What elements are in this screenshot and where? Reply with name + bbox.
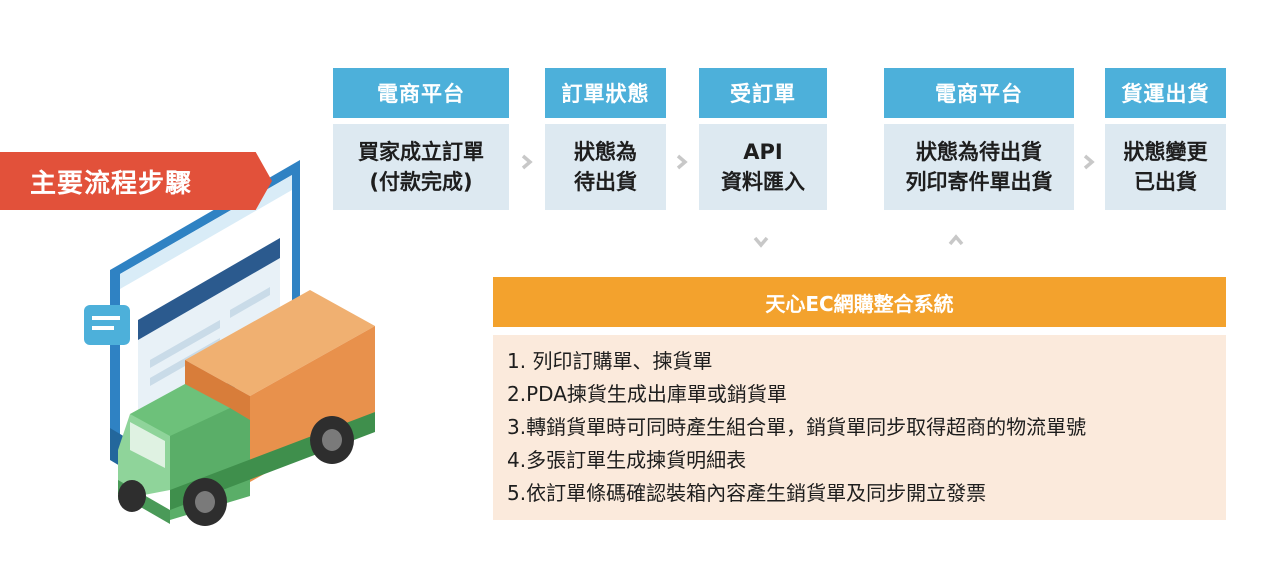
step-2-line-1: 狀態為 [574,140,637,164]
step-4-line-1: 狀態為待出貨 [916,140,1042,164]
list-item: 4.多張訂單生成揀貨明細表 [507,448,747,472]
system-feature-list: 1. 列印訂購單、揀貨單 2.PDA揀貨生成出庫單或銷貨單 3.轉銷貨單時可同時… [507,345,1086,510]
step-4-body: 狀態為待出貨 列印寄件單出貨 [884,124,1074,210]
step-5-header: 貨運出貨 [1105,68,1226,118]
step-1-line-1: 買家成立訂單 [358,140,484,164]
chevron-down-icon [753,236,769,248]
step-3-line-1: API [743,140,783,164]
step-3-header: 受訂單 [699,68,827,118]
chevron-right-icon [676,154,688,170]
step-1-header: 電商平台 [333,68,509,118]
chevron-right-icon [521,154,533,170]
step-1-body: 買家成立訂單 (付款完成) [333,124,509,210]
list-item: 3.轉銷貨單時可同時產生組合單，銷貨單同步取得超商的物流單號 [507,415,1087,439]
step-3-body: API 資料匯入 [699,124,827,210]
step-2-body: 狀態為 待出貨 [545,124,666,210]
delivery-truck-illustration [84,160,375,526]
step-1-line-2: (付款完成) [369,170,473,194]
step-4-line-2: 列印寄件單出貨 [905,170,1053,194]
step-5-line-2: 已出貨 [1134,170,1197,194]
main-process-banner [0,152,272,210]
step-4-header: 電商平台 [884,68,1074,118]
step-2-line-2: 待出貨 [574,170,637,194]
list-item: 1. 列印訂購單、揀貨單 [507,349,713,373]
step-3-line-2: 資料匯入 [721,170,805,194]
system-title: 天心EC網購整合系統 [493,277,1226,327]
banner-title: 主要流程步驟 [30,168,193,199]
step-5-line-1: 狀態變更 [1123,140,1208,164]
list-item: 5.依訂單條碼確認裝箱內容產生銷貨單及同步開立發票 [507,481,987,505]
system-details-panel [493,335,1226,520]
chevron-right-icon [1083,154,1095,170]
chevron-up-icon [948,234,964,246]
step-5-body: 狀態變更 已出貨 [1105,124,1226,210]
step-2-header: 訂單狀態 [545,68,666,118]
list-item: 2.PDA揀貨生成出庫單或銷貨單 [507,382,787,406]
